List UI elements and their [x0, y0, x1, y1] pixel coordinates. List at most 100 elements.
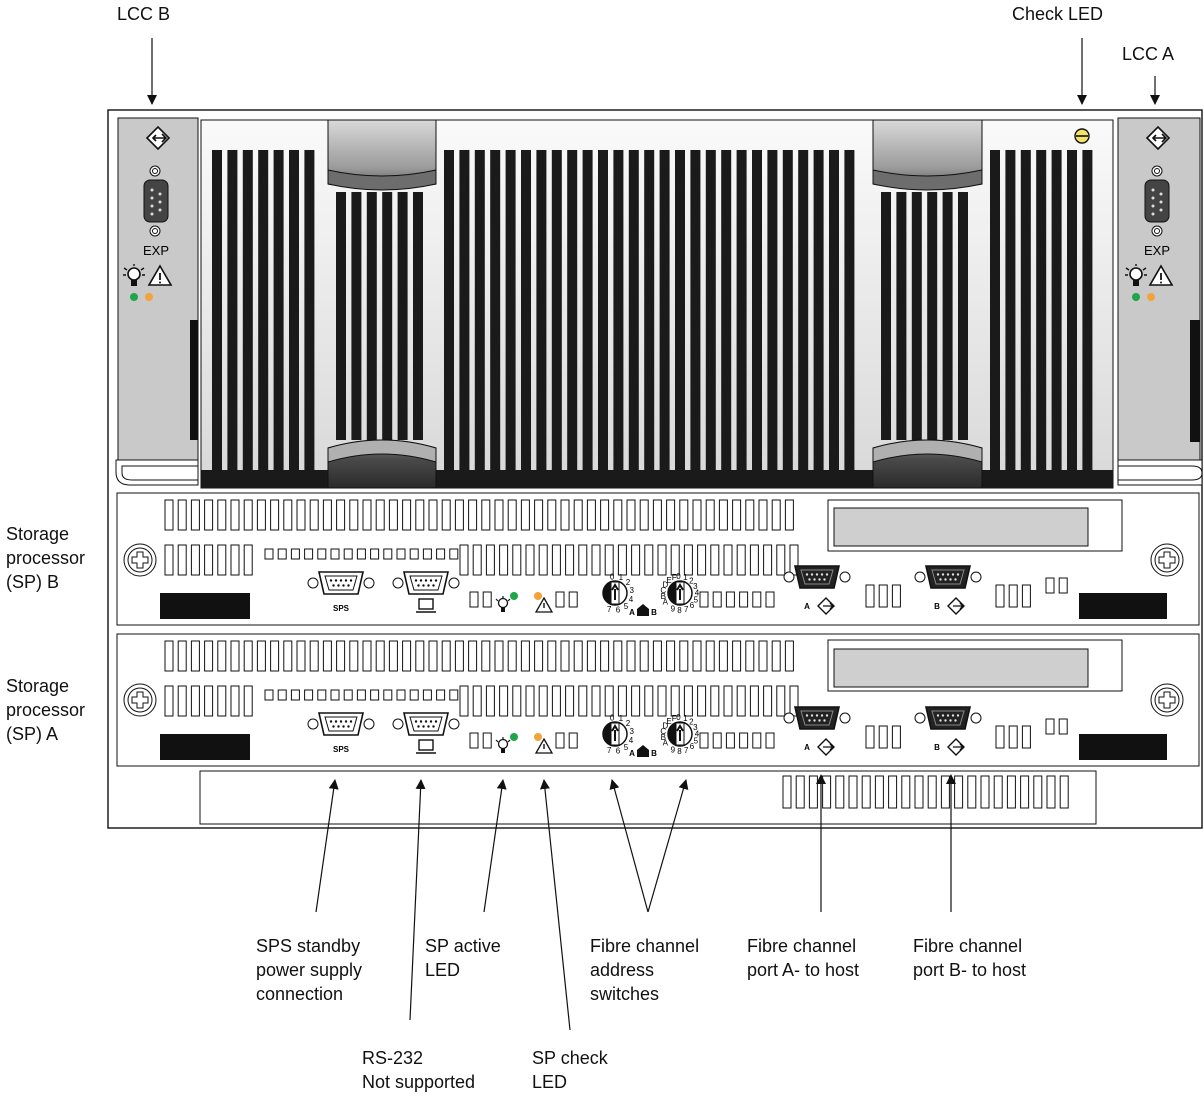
label-lcc-a: LCC A	[1122, 44, 1175, 64]
port-b-label: B	[934, 602, 940, 611]
port-a-label: A	[804, 602, 810, 611]
fibre-port-a-connector	[783, 565, 851, 589]
leader-lines	[147, 38, 1160, 1031]
switch-position-label: E	[666, 576, 671, 585]
lightbulb-icon	[495, 737, 511, 753]
switch-position-label: C	[660, 586, 666, 595]
lcc-a-module: EXP	[1117, 117, 1203, 486]
expansion-connector	[1144, 179, 1170, 223]
power-supply-heatsink	[200, 119, 1114, 489]
switch-position-label: 0	[676, 713, 681, 722]
switch-position-label: 2	[626, 578, 631, 587]
left-thumbscrew-icon	[123, 543, 157, 577]
switch-position-label: D	[662, 722, 668, 731]
fc-address-switch-2	[667, 580, 693, 606]
switch-position-label: 7	[607, 746, 612, 755]
fibre-port-icon	[817, 597, 835, 615]
rs232-connector	[392, 712, 460, 736]
arrow-sp-active	[483, 779, 507, 913]
warning-icon	[534, 596, 554, 613]
label-check-led: Check LED	[1012, 4, 1104, 24]
sp-active-led	[510, 592, 518, 600]
port-a-label: A	[804, 743, 810, 752]
monitor-icon	[416, 598, 436, 613]
label-lcc-b: LCC B	[117, 4, 171, 24]
switch-position-label: A	[663, 739, 669, 748]
switch-position-label: 0	[676, 572, 681, 581]
arrow-fc-switch-1	[609, 779, 649, 913]
switch-position-label: 3	[693, 723, 698, 732]
arrow-rs232	[409, 779, 426, 1021]
handle-right	[872, 119, 983, 489]
fc-address-switch-2	[667, 721, 693, 747]
warning-icon	[1148, 264, 1174, 286]
switch-position-label: C	[660, 727, 666, 736]
house-icon	[637, 745, 649, 757]
switch-position-label: F	[672, 714, 677, 723]
switch-a-label: A	[629, 608, 635, 617]
switch-position-label: 8	[677, 747, 682, 756]
fibre-port-icon	[145, 125, 171, 151]
switch-position-label: 3	[630, 586, 635, 595]
port-b-label: B	[934, 743, 940, 752]
switch-position-label: 5	[624, 743, 629, 752]
fibre-port-b-connector	[914, 706, 982, 730]
switch-a-label: A	[629, 749, 635, 758]
arrow-fc-switch-2	[647, 779, 689, 913]
fibre-port-a-connector	[783, 706, 851, 730]
lcc-a-amber-led	[1147, 293, 1155, 301]
exp-label: EXP	[143, 243, 169, 258]
arrow-sp-check	[539, 779, 571, 1031]
fibre-port-b-connector	[914, 565, 982, 589]
switch-position-label: 1	[619, 714, 624, 723]
switch-position-label: D	[662, 581, 668, 590]
lightbulb-icon	[123, 264, 145, 286]
switch-position-label: 9	[671, 604, 676, 613]
switch-position-label: 2	[626, 719, 631, 728]
lcc-b-green-led	[130, 293, 138, 301]
sps-label: SPS	[333, 604, 350, 613]
switch-position-label: 2	[689, 576, 694, 585]
switch-position-label: 7	[607, 605, 612, 614]
sp-b-panel	[116, 492, 1200, 626]
rs232-connector	[392, 571, 460, 595]
switch-position-label: 3	[630, 727, 635, 736]
right-thumbscrew-icon	[1150, 683, 1184, 717]
lightbulb-icon	[495, 596, 511, 612]
sps-connector	[307, 712, 375, 736]
house-icon	[637, 604, 649, 616]
switch-b-label: B	[651, 749, 657, 758]
switch-position-label: 5	[694, 595, 699, 604]
switch-position-label: 8	[677, 606, 682, 615]
switch-position-label: 1	[683, 573, 688, 582]
switch-position-label: 9	[671, 745, 676, 754]
switch-position-label: E	[666, 717, 671, 726]
arrow-sps	[315, 779, 339, 913]
handle-left	[327, 119, 437, 489]
warning-icon	[147, 264, 173, 286]
switch-position-label: 6	[616, 606, 621, 615]
switch-position-label: 1	[683, 714, 688, 723]
lcc-b-amber-led	[145, 293, 153, 301]
switch-position-label: 7	[684, 746, 689, 755]
switch-position-label: B	[661, 592, 666, 601]
switch-position-label: 1	[619, 573, 624, 582]
lcc-b-module: EXP	[115, 117, 199, 486]
warning-icon	[534, 737, 554, 754]
lightbulb-icon	[1125, 264, 1147, 286]
monitor-icon	[416, 739, 436, 754]
switch-position-label: 0	[610, 572, 615, 581]
lcc-a-green-led	[1132, 293, 1140, 301]
sp-a-panel	[116, 633, 1200, 767]
switch-position-label: 6	[616, 747, 621, 756]
sps-label: SPS	[333, 745, 350, 754]
sps-connector	[307, 571, 375, 595]
